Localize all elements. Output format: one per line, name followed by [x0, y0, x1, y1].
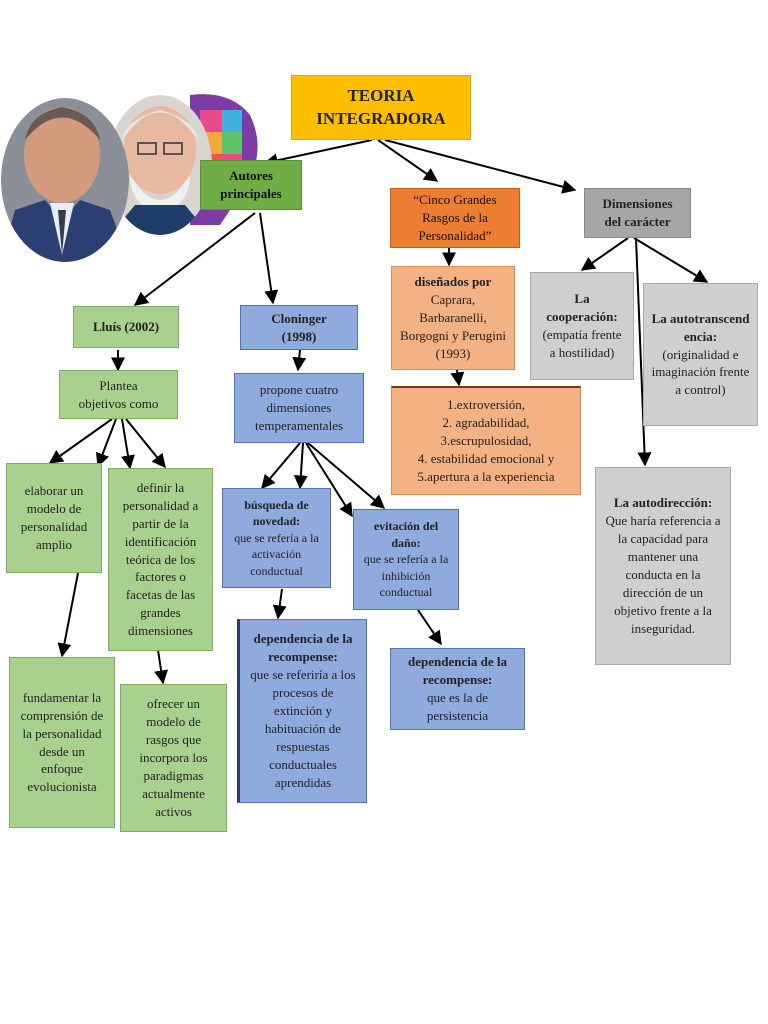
objetivo-4-text: ofrecer un modelo de rasgos que incorpor…	[139, 696, 208, 819]
lluis-node: Lluís (2002)	[73, 306, 179, 348]
evitacion-title: evitación del daño:	[373, 519, 439, 550]
dimensiones-node: Dimensiones del carácter	[584, 188, 691, 238]
dependencia-2-title: dependencia de la recompense:	[408, 654, 507, 688]
cooperacion-node: La cooperación: (empatía frente a hostil…	[530, 272, 634, 380]
objetivo-3-text: fundamentar la comprensión de la persona…	[20, 689, 104, 795]
dependencia-1-title: dependencia de la recompense:	[253, 631, 353, 665]
rasgo-4: 4. estabilidad emocional y	[417, 450, 555, 466]
cinco-grandes-text: “Cinco Grandes Rasgos de la Personalidad…	[413, 192, 497, 243]
cinco-grandes-node: “Cinco Grandes Rasgos de la Personalidad…	[390, 188, 520, 248]
rasgo-1: 1.extroversión,	[447, 397, 525, 413]
author-photos	[1, 94, 258, 262]
dependencia-2-text: que es la de persistencia	[426, 690, 489, 723]
objetivo-3-node: fundamentar la comprensión de la persona…	[9, 657, 115, 828]
disenados-node: diseñados por Caprara, Barbaranelli, Bor…	[391, 266, 515, 370]
rasgo-5: 5.apertura a la experiencia	[417, 468, 555, 484]
objetivo-1-node: elaborar un modelo de personalidad ampli…	[6, 463, 102, 573]
objetivo-2-node: definir la personalidad a partir de la i…	[108, 468, 213, 651]
disenados-title: diseñados por	[414, 274, 492, 290]
objetivo-1-text: elaborar un modelo de personalidad ampli…	[20, 483, 88, 552]
cooperacion-title: La cooperación:	[546, 291, 618, 325]
cloninger-name: Cloninger (1998)	[271, 310, 327, 344]
cooperacion-text: (empatía frente a hostilidad)	[542, 327, 622, 360]
dependencia-1-node: dependencia de la recompense: que se ref…	[237, 619, 367, 803]
disenados-text: Caprara, Barbaranelli, Borgogni y Perugi…	[400, 292, 506, 361]
title-node: TEORIA INTEGRADORA	[291, 75, 471, 140]
autotranscendencia-title: La autotranscendencia:	[651, 310, 750, 344]
lluis-name: Lluís (2002)	[92, 319, 160, 335]
autodireccion-text: Que haría referencia a la capacidad para…	[605, 513, 721, 636]
title-text: TEORIA INTEGRADORA	[316, 85, 446, 128]
dependencia-1-text: que se referiría a los procesos de extin…	[250, 667, 356, 790]
autodireccion-node: La autodirección: Que haría referencia a…	[595, 467, 731, 665]
autotranscendencia-text: (originalidad e imaginación frente a con…	[651, 346, 750, 398]
evitacion-node: evitación del daño: que se refería a la …	[353, 509, 459, 610]
objetivo-4-node: ofrecer un modelo de rasgos que incorpor…	[120, 684, 227, 832]
autores-text: Autores principales	[220, 168, 282, 201]
propone-text: propone cuatro dimensiones temperamental…	[254, 382, 344, 433]
busqueda-text: que se refería a la activación conductua…	[234, 530, 319, 578]
rasgos-node: 1.extroversión, 2. agradabilidad, 3.escr…	[391, 386, 581, 495]
busqueda-title: búsqueda de novedad:	[244, 497, 309, 529]
rasgo-2: 2. agradabilidad,	[442, 415, 530, 431]
cloninger-node: Cloninger (1998)	[240, 305, 358, 350]
plantea-node: Plantea objetivos como	[59, 370, 178, 419]
dependencia-2-node: dependencia de la recompense: que es la …	[390, 648, 525, 730]
busqueda-node: búsqueda de novedad: que se refería a la…	[222, 488, 331, 588]
author-photo-1	[1, 98, 129, 262]
dimensiones-text: Dimensiones del carácter	[602, 196, 673, 229]
plantea-text: Plantea objetivos como	[78, 377, 159, 411]
autotranscendencia-node: La autotranscendencia: (originalidad e i…	[643, 283, 758, 426]
rasgo-3: 3.escrupulosidad,	[440, 433, 532, 449]
objetivo-2-text: definir la personalidad a partir de la i…	[122, 479, 199, 639]
propone-node: propone cuatro dimensiones temperamental…	[234, 373, 364, 443]
autores-node: Autores principales	[200, 160, 302, 210]
autodireccion-title: La autodirección:	[613, 495, 713, 511]
evitacion-text: que se refería a la inhibición conductua…	[363, 552, 449, 600]
